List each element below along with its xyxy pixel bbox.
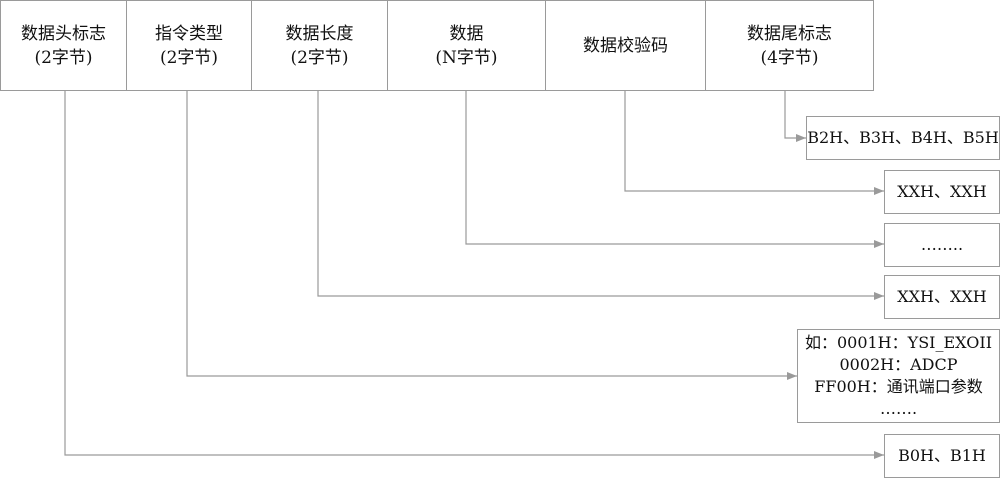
header-head-flag: 数据头标志 (2字节) — [0, 0, 127, 91]
box-command-line3: FF00H：通讯端口参数 — [814, 377, 983, 396]
box-checksum-values-text: XXH、XXH — [897, 182, 987, 201]
box-command-line1: 如：0001H：YSI_EXOII — [804, 333, 993, 352]
header-checksum-title: 数据校验码 — [583, 35, 668, 56]
box-data-values: …….. — [884, 223, 1000, 267]
header-data-length: 数据长度 (2字节) — [251, 0, 388, 91]
header-data-size: (N字节) — [435, 47, 498, 68]
box-length-values: XXH、XXH — [884, 275, 1000, 319]
header-head-flag-size: (2字节) — [34, 47, 93, 68]
connector-command — [186, 91, 797, 380]
header-checksum: 数据校验码 — [545, 0, 706, 91]
header-tail-flag-size: (4字节) — [760, 47, 819, 68]
box-command-values: 如：0001H：YSI_EXOII 0002H：ADCP FF00H：通讯端口参… — [797, 329, 1000, 423]
header-data-length-title: 数据长度 — [285, 23, 354, 44]
header-command-type: 指令类型 (2字节) — [126, 0, 252, 91]
box-command-line2: 0002H：ADCP — [839, 355, 958, 374]
header-tail-flag: 数据尾标志 (4字节) — [705, 0, 874, 91]
box-data-values-text: …….. — [920, 235, 964, 254]
box-tail-values-text: B2H、B3H、B4H、B5H — [807, 128, 999, 147]
header-command-type-size: (2字节) — [159, 47, 219, 68]
header-head-flag-title: 数据头标志 — [21, 23, 106, 44]
box-tail-values: B2H、B3H、B4H、B5H — [806, 116, 1000, 160]
header-data-title: 数据 — [449, 23, 484, 44]
connector-tail — [784, 91, 806, 142]
connector-checksum — [624, 91, 884, 195]
header-command-type-title: 指令类型 — [155, 23, 223, 44]
box-command-line4: ……. — [879, 399, 918, 418]
connector-length — [317, 91, 884, 300]
header-tail-flag-title: 数据尾标志 — [747, 23, 832, 44]
box-head-values-text: B0H、B1H — [898, 446, 986, 465]
box-checksum-values: XXH、XXH — [884, 170, 1000, 214]
header-data: 数据 (N字节) — [387, 0, 546, 91]
connector-data — [465, 91, 884, 248]
header-data-length-size: (2字节) — [290, 47, 349, 68]
box-head-values: B0H、B1H — [884, 434, 1000, 478]
box-length-values-text: XXH、XXH — [897, 287, 987, 306]
connector-head — [64, 91, 884, 459]
